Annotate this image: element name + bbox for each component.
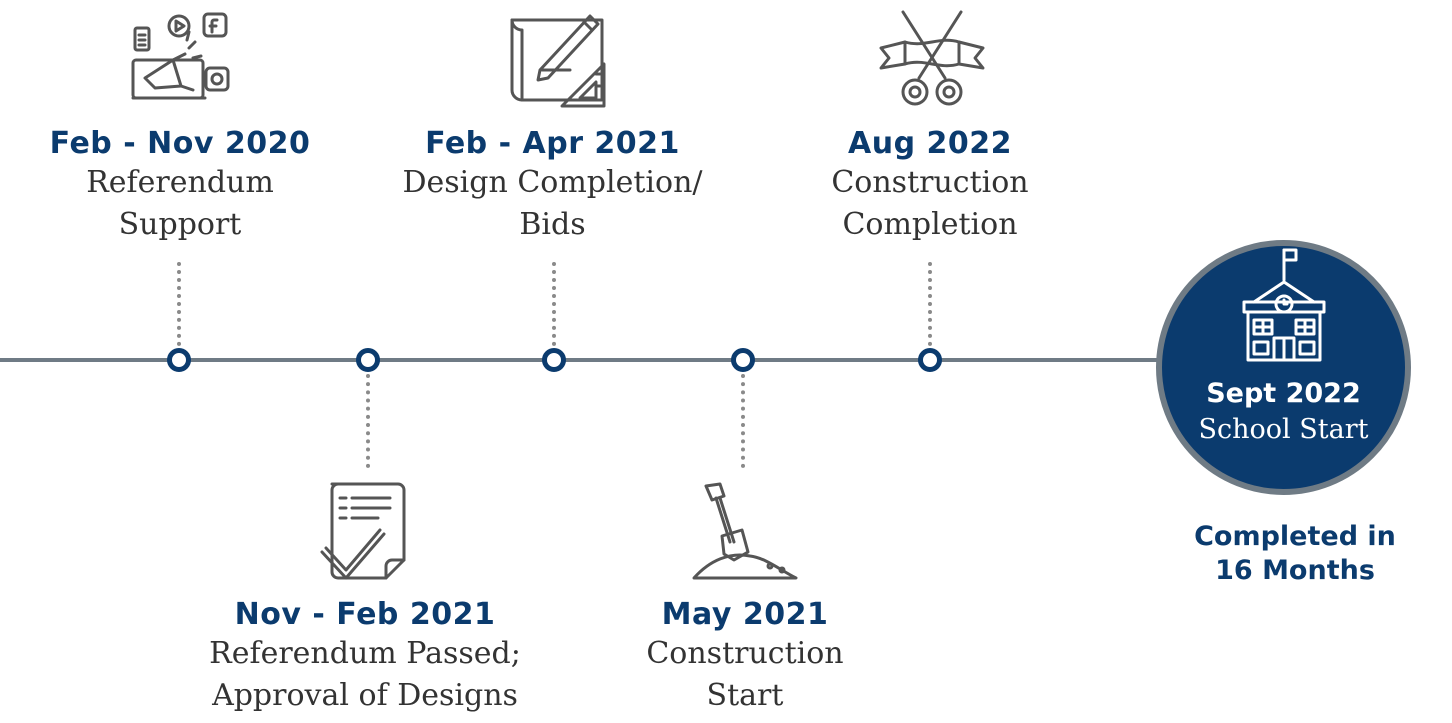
milestone-date: Feb - Apr 2021 [425,126,680,161]
connector-3 [552,262,556,346]
approved-document-icon [320,482,406,580]
school-building-icon [1242,248,1326,362]
ribbon-cutting-scissors-icon [879,10,985,106]
timeline-line [0,358,1175,362]
milestone-desc-line1: Construction [831,165,1029,200]
completed-caption: Completed in 16 Months [1180,520,1410,588]
milestone-desc-line2: Start [706,678,784,713]
connector-2 [366,374,370,468]
milestone-desc-line1: Referendum Passed; [209,636,521,671]
milestone-desc-line1: Construction [646,636,844,671]
milestone-5: Aug 2022 Construction Completion [780,126,1080,246]
connector-5 [928,262,932,346]
milestone-desc-line2: Bids [519,207,586,242]
connector-1 [177,262,181,346]
shovel-groundbreaking-icon [692,482,798,580]
school-start-label: School Start [1198,414,1369,445]
timeline-node-1 [167,348,191,372]
school-start-date: Sept 2022 [1206,378,1361,409]
milestone-desc-line1: Design Completion/ [402,165,703,200]
milestone-date: Feb - Nov 2020 [49,126,311,161]
timeline-node-5 [918,348,942,372]
timeline-node-3 [542,348,566,372]
timeline-node-2 [356,348,380,372]
milestone-date: Nov - Feb 2021 [234,597,496,632]
milestone-date: Aug 2022 [848,126,1012,161]
connector-4 [741,374,745,468]
completed-line1: Completed in [1194,521,1396,552]
completed-line2: 16 Months [1215,555,1375,586]
milestone-3: Feb - Apr 2021 Design Completion/ Bids [380,126,725,246]
milestone-1: Feb - Nov 2020 Referendum Support [20,126,340,246]
social-media-megaphone-icon [131,12,230,100]
blueprint-pencil-icon [510,14,606,108]
milestone-4: May 2021 Construction Start [600,597,890,717]
school-start-circle: Sept 2022 School Start [1156,240,1411,495]
milestone-date: May 2021 [661,597,829,632]
milestone-desc-line2: Approval of Designs [212,678,518,713]
milestone-desc-line2: Support [118,207,242,242]
milestone-desc-line2: Completion [842,207,1018,242]
milestone-desc-line1: Referendum [86,165,274,200]
timeline-node-4 [731,348,755,372]
milestone-2: Nov - Feb 2021 Referendum Passed; Approv… [185,597,545,717]
